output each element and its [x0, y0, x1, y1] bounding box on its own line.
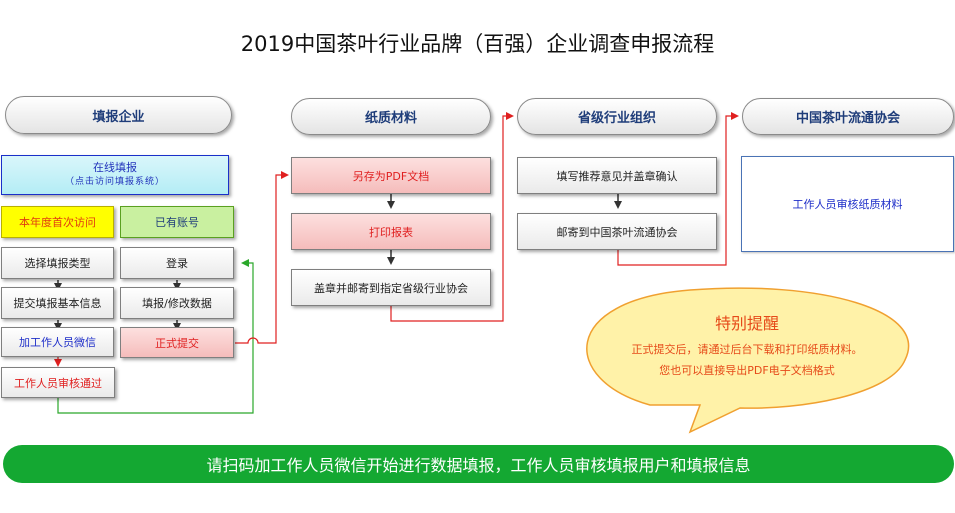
step-print-report: 打印报表 [291, 213, 491, 250]
step-login: 登录 [120, 247, 234, 279]
step-select-type: 选择填报类型 [1, 247, 114, 279]
first-visit-box: 本年度首次访问 [1, 206, 114, 238]
step-formal-submit: 正式提交 [120, 327, 234, 358]
step-recommend-and-stamp: 填写推荐意见并盖章确认 [517, 157, 717, 194]
callout-line-1: 正式提交后，请通过后台下载和打印纸质材料。 [631, 343, 863, 356]
red-submit-to-pdf [235, 171, 289, 344]
step-mail-to-association: 邮寄到中国茶叶流通协会 [517, 213, 717, 250]
step-add-staff-wechat: 加工作人员微信 [1, 327, 114, 357]
callout-bubble [586, 287, 910, 434]
header-enterprise: 填报企业 [5, 96, 232, 134]
step-save-as-pdf: 另存为PDF文档 [291, 157, 491, 194]
green-approved-to-login [57, 259, 254, 414]
online-fill-button[interactable]: 在线填报 （点击访问填报系统） [1, 155, 229, 195]
red-col3-to-col4 [617, 112, 739, 266]
callout-title: 特别提醒 [714, 314, 779, 333]
has-account-box: 已有账号 [120, 206, 234, 238]
page-title: 2019中国茶叶行业品牌（百强）企业调查申报流程 [240, 32, 715, 56]
step-stamp-and-mail: 盖章并邮寄到指定省级行业协会 [291, 269, 491, 306]
step-staff-approved: 工作人员审核通过 [1, 367, 115, 398]
step-fill-modify-data: 填报/修改数据 [120, 287, 234, 319]
step-review-paper-material: 工作人员审核纸质材料 [741, 156, 954, 252]
header-china-tea-association: 中国茶叶流通协会 [742, 98, 954, 135]
header-paper-material: 纸质材料 [291, 98, 491, 135]
online-fill-title: 在线填报 [93, 161, 137, 174]
online-fill-subtitle: （点击访问填报系统） [64, 177, 165, 187]
wechat-scan-banner: 请扫码加工作人员微信开始进行数据填报，工作人员审核填报用户和填报信息 [3, 445, 954, 483]
red-col2-to-col3 [390, 112, 514, 322]
callout-line-2: 您也可以直接导出PDF电子文档格式 [659, 364, 835, 377]
step-submit-basic-info: 提交填报基本信息 [1, 287, 114, 319]
header-provincial-org: 省级行业组织 [517, 98, 717, 135]
